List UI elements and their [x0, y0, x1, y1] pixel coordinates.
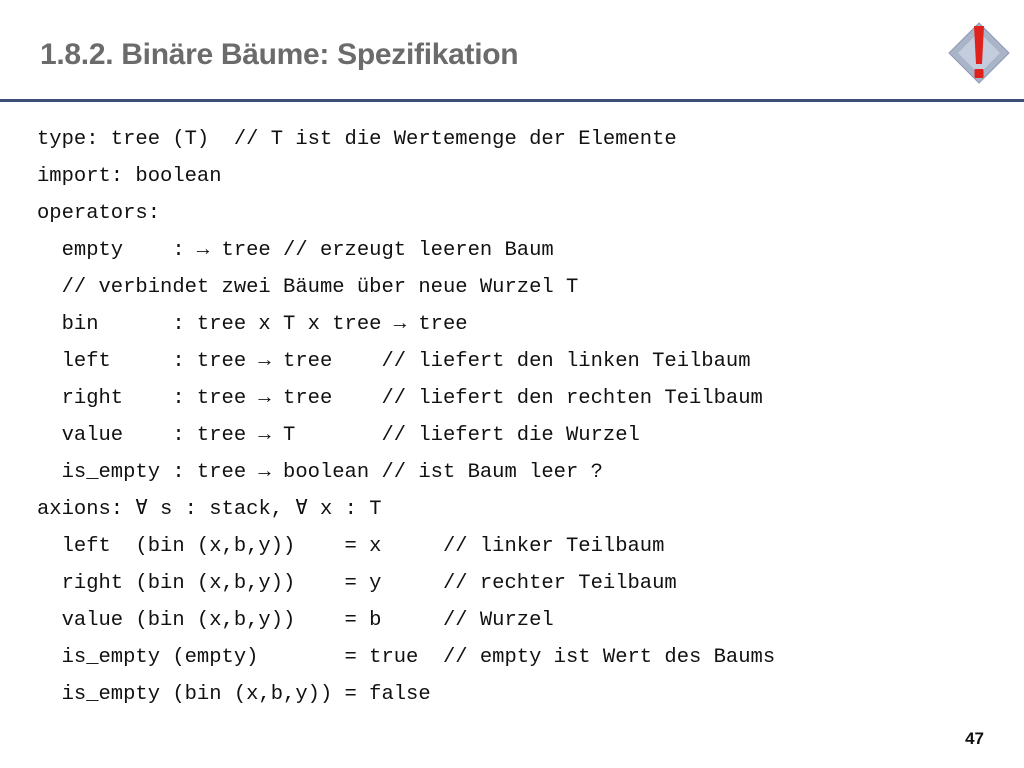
code-line: type: tree (T) // T ist die Wertemenge d…: [37, 128, 677, 151]
code-line: left : tree → tree // liefert den linken…: [37, 350, 751, 373]
code-line: empty : → tree // erzeugt leeren Baum: [37, 239, 554, 262]
slide-title: 1.8.2. Binäre Bäume: Spezifikation: [40, 38, 519, 71]
code-line: operators:: [37, 202, 161, 225]
code-line: value : tree → T // liefert die Wurzel: [37, 424, 640, 447]
code-line: // verbindet zwei Bäume über neue Wurzel…: [37, 276, 579, 299]
specification-code-block: type: tree (T) // T ist die Wertemenge d…: [37, 121, 775, 713]
code-line: is_empty (bin (x,b,y)) = false: [37, 683, 431, 706]
page-number: 47: [965, 729, 984, 748]
code-line: axions: ∀ s : stack, ∀ x : T: [37, 498, 382, 521]
code-line: right : tree → tree // liefert den recht…: [37, 387, 763, 410]
code-line: left (bin (x,b,y)) = x // linker Teilbau…: [37, 535, 665, 558]
code-line: import: boolean: [37, 165, 222, 188]
title-divider: [0, 99, 1024, 102]
code-line: is_empty (empty) = true // empty ist Wer…: [37, 646, 776, 669]
code-line: bin : tree x T x tree → tree: [37, 313, 468, 336]
exclamation-diamond-icon: [948, 22, 1010, 84]
code-line: right (bin (x,b,y)) = y // rechter Teilb…: [37, 572, 677, 595]
code-line: is_empty : tree → boolean // ist Baum le…: [37, 461, 603, 484]
code-line: value (bin (x,b,y)) = b // Wurzel: [37, 609, 554, 632]
